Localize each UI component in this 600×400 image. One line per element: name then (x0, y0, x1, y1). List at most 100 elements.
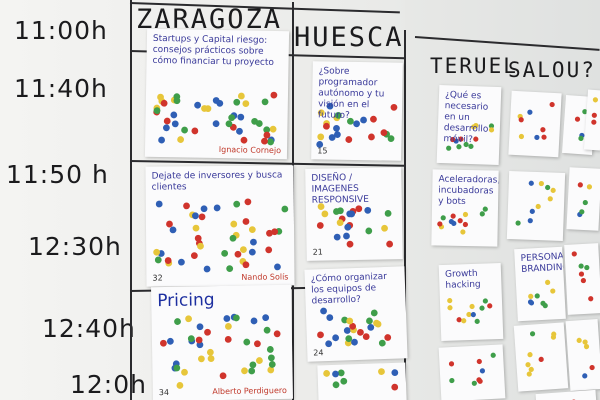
vote-dot (479, 211, 485, 217)
vote-dot (462, 221, 469, 228)
note-title: PERSONAL BRANDING (520, 251, 566, 275)
vote-dot (574, 116, 581, 122)
vote-dot (528, 180, 534, 186)
vote-dot (196, 323, 204, 331)
vote-dot (197, 355, 205, 363)
vote-dot (326, 102, 334, 110)
vote-dot (534, 134, 540, 141)
vote-dot (169, 226, 177, 234)
vote-dot (206, 348, 214, 356)
vote-dot (456, 144, 462, 150)
note-title: ¿Qué es necesario en un desarrollo móvil… (443, 90, 489, 146)
vote-dot (580, 277, 586, 284)
vote-dot (476, 358, 482, 365)
vote-dot (266, 346, 274, 353)
note-vote-count: 24 (313, 348, 324, 358)
vote-dot (447, 298, 453, 304)
vote-dot (317, 109, 325, 117)
vote-dot (449, 377, 455, 384)
grid-line (130, 0, 132, 400)
vote-dot (228, 114, 236, 122)
vote-dot (347, 117, 354, 125)
vote-dot (479, 368, 486, 374)
vote-dot (219, 372, 227, 380)
vote-dot (183, 202, 190, 210)
vote-dot (212, 97, 220, 104)
vote-dot (527, 109, 533, 115)
time-label: 12:0h (70, 370, 147, 399)
vote-dot (366, 317, 373, 325)
vote-dot (201, 105, 208, 112)
vote-dot (482, 206, 488, 212)
vote-dots (447, 298, 493, 324)
vote-dot (194, 234, 202, 242)
vote-dot (526, 371, 532, 377)
session-note: PERSONAL BRANDING (514, 246, 566, 322)
vote-dot (588, 296, 594, 302)
vote-dot (534, 293, 540, 299)
vote-dot (448, 218, 454, 225)
vote-dot (323, 370, 331, 377)
vote-dot (482, 298, 488, 304)
vote-dot (181, 368, 188, 376)
vote-dot (550, 187, 556, 193)
vote-dot (540, 127, 546, 133)
vote-dot (440, 215, 446, 221)
vote-dot (582, 373, 588, 379)
vote-dots (527, 279, 556, 309)
vote-dot (446, 145, 452, 151)
vote-dot (528, 300, 535, 306)
vote-dot (213, 204, 221, 212)
vote-dot (187, 335, 195, 343)
vote-dot (250, 317, 258, 325)
vote-dot (204, 328, 211, 336)
vote-dot (267, 366, 275, 374)
vote-dot (535, 203, 541, 210)
vote-dot (591, 112, 597, 118)
vote-dot (447, 305, 453, 311)
vote-dot (592, 97, 599, 103)
vote-dot (370, 115, 377, 123)
vote-dot (200, 205, 208, 213)
vote-dot (153, 248, 161, 256)
vote-dot (212, 120, 220, 128)
vote-dot (470, 312, 476, 318)
note-vote-count: 34 (158, 387, 170, 398)
vote-dot (273, 330, 281, 338)
vote-dot (527, 352, 533, 358)
vote-dot (579, 209, 585, 215)
vote-dot (237, 92, 245, 100)
note-title: Dejate de inversores y busca clientes (151, 170, 283, 193)
note-title: Pricing (157, 290, 215, 312)
vote-dot (529, 331, 536, 337)
vote-dot (357, 328, 364, 336)
vote-dot (374, 320, 382, 328)
vote-dot (326, 314, 334, 322)
vote-dot (353, 120, 360, 128)
vote-dot (584, 264, 590, 271)
vote-dot (367, 323, 375, 331)
note-title: DISEÑO / IMAGENES RESPONSIVE (311, 173, 369, 206)
vote-dot (155, 200, 163, 208)
vote-dot (518, 117, 524, 123)
vote-dots (591, 97, 599, 125)
vote-dot (337, 369, 345, 377)
vote-dot (323, 122, 330, 130)
session-note (508, 90, 562, 158)
vote-dot (325, 340, 333, 348)
vote-dots (316, 102, 398, 148)
vote-dot (545, 184, 551, 191)
vote-dot (194, 101, 202, 109)
vote-dot (240, 136, 248, 144)
vote-dot (384, 210, 392, 217)
vote-dots (323, 368, 399, 391)
vote-dot (173, 97, 181, 105)
session-note (317, 362, 407, 400)
vote-dot (192, 212, 199, 220)
vote-dot (550, 334, 557, 340)
vote-dot (224, 335, 232, 343)
vote-dot (336, 207, 344, 215)
vote-dot (242, 218, 250, 225)
vote-dot (249, 361, 257, 369)
vote-dot (346, 317, 354, 325)
